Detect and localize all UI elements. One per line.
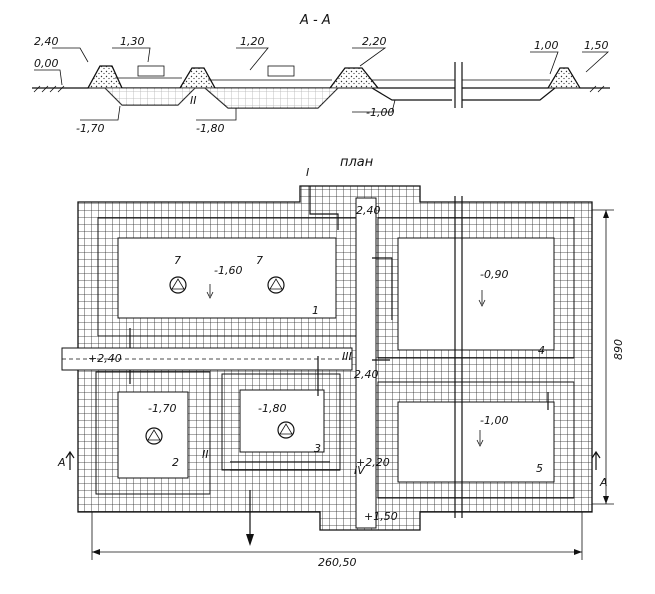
level-bottom: +1,50 — [364, 510, 398, 523]
basin-4-number: 4 — [538, 344, 545, 357]
mark-1-20: 1,20 — [240, 35, 265, 48]
height-dim-lines — [592, 209, 614, 505]
basin-5 — [397, 401, 555, 483]
mark-minus-1-00: -1,00 — [366, 106, 394, 119]
plan-title: план — [340, 155, 374, 170]
level-mid: 2,40 — [354, 368, 379, 381]
cut-label-right: A — [599, 476, 608, 489]
basin-2 — [117, 391, 189, 479]
section-mark-ii: II — [190, 94, 197, 107]
basin-4-depth: -0,90 — [480, 268, 508, 281]
aerator-label: 7 — [256, 254, 263, 267]
mark-1-50: 1,50 — [584, 39, 609, 52]
pipe-i — [309, 186, 339, 230]
plan-break — [454, 196, 463, 518]
mark-1-00: 1,00 — [534, 39, 559, 52]
basin-2-number: 2 — [172, 456, 179, 469]
mark-2-20: 2,20 — [362, 35, 387, 48]
outlet-arrow — [246, 534, 254, 546]
mark-iv: IV — [354, 464, 366, 477]
dam-4 — [547, 67, 581, 89]
plan-view: план — [57, 155, 625, 569]
pipe-iv — [230, 461, 340, 471]
mark-iii: III — [342, 350, 352, 363]
mark-1-30: 1,30 — [120, 35, 145, 48]
basin-3-depth: -1,80 — [258, 402, 286, 415]
section-view: A - A 2,40 0,00 1,30 1,20 2,20 1,00 1,50… — [32, 13, 610, 135]
basin-4-section — [462, 87, 556, 101]
pipe-iii — [372, 257, 393, 320]
flow-arrow — [206, 284, 214, 299]
basin-5-depth: -1,00 — [480, 414, 508, 427]
basin-3-section — [371, 87, 452, 101]
basin-1 — [117, 237, 337, 319]
level-left: +2,40 — [88, 352, 122, 365]
mark-minus-1-80: -1,80 — [196, 122, 224, 135]
basin-3 — [239, 389, 325, 453]
ground-hatch — [33, 85, 605, 93]
aerator-2 — [267, 65, 295, 77]
dam-3 — [329, 67, 380, 89]
basin-2-depth: -1,70 — [148, 402, 176, 415]
basin-1-number: 1 — [312, 304, 319, 317]
aerator-symbols — [145, 276, 295, 445]
aerator-label: 7 — [174, 254, 181, 267]
cut-marker-left — [65, 450, 75, 470]
mark-0-00: 0,00 — [34, 57, 59, 70]
mark-minus-1-70: -1,70 — [76, 122, 104, 135]
basin-4 — [397, 237, 555, 351]
break-mark — [454, 62, 463, 108]
aerator-icon — [267, 276, 285, 294]
vertical-channel — [355, 197, 377, 529]
mark-ii: II — [202, 448, 209, 461]
flow-arrow — [476, 430, 484, 447]
basin-3-number: 3 — [314, 442, 321, 455]
water-lines — [115, 77, 550, 81]
aerator-1 — [137, 65, 165, 77]
dam-2 — [179, 67, 216, 89]
flow-arrow — [478, 290, 486, 307]
level-right: +2,20 — [356, 456, 390, 469]
mark-i: I — [306, 166, 309, 179]
basin-5-number: 5 — [536, 462, 543, 475]
cut-marker-right — [591, 450, 601, 470]
mark-2-40: 2,40 — [34, 35, 59, 48]
basin-1-depth: -1,60 — [214, 264, 242, 277]
level-top: 2,40 — [356, 204, 381, 217]
width-dimension: 260,50 — [318, 556, 357, 569]
aerator-icon — [169, 276, 187, 294]
aerator-icon — [277, 421, 295, 439]
height-dimension: 890 — [612, 339, 625, 360]
aerator-icon — [145, 427, 163, 445]
section-title: A - A — [299, 13, 331, 28]
dam-1 — [87, 65, 123, 89]
cut-label-left: A — [57, 456, 66, 469]
